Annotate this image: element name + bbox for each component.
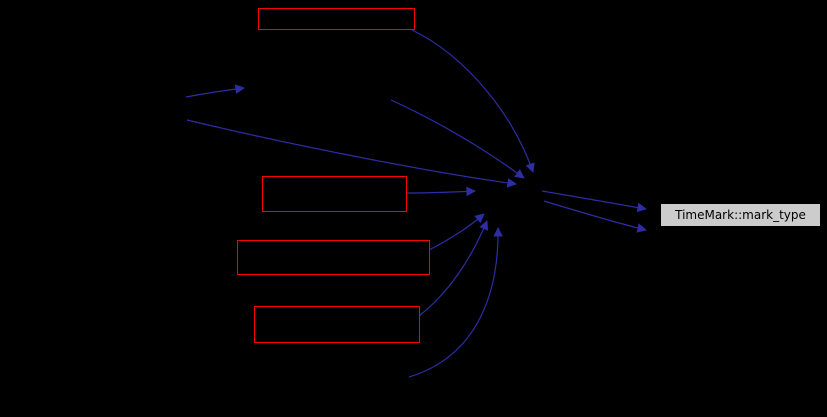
edge-left-long-curve xyxy=(186,119,517,188)
edge-bottom-sweep xyxy=(408,227,503,378)
edge-left-short-arrow xyxy=(185,84,245,98)
edge-midtop-curve xyxy=(390,99,525,179)
edge-from-bottom-node xyxy=(418,220,489,317)
graph-node-timemark-mark-type: TimeMark::mark_type xyxy=(660,203,821,227)
graph-node-middle[interactable] xyxy=(262,176,407,212)
edge-to-marktype-lower xyxy=(543,200,647,233)
edge-from-lower-mid-node xyxy=(428,213,485,251)
graph-node-bottom[interactable] xyxy=(254,306,420,343)
graph-node-top[interactable] xyxy=(258,8,415,30)
graph-node-lower-middle[interactable] xyxy=(237,240,430,275)
edge-from-top-node xyxy=(411,29,535,173)
edge-to-marktype-upper xyxy=(541,190,647,213)
edge-from-middle-node xyxy=(406,186,476,197)
current-node-label: TimeMark::mark_type xyxy=(675,208,806,222)
